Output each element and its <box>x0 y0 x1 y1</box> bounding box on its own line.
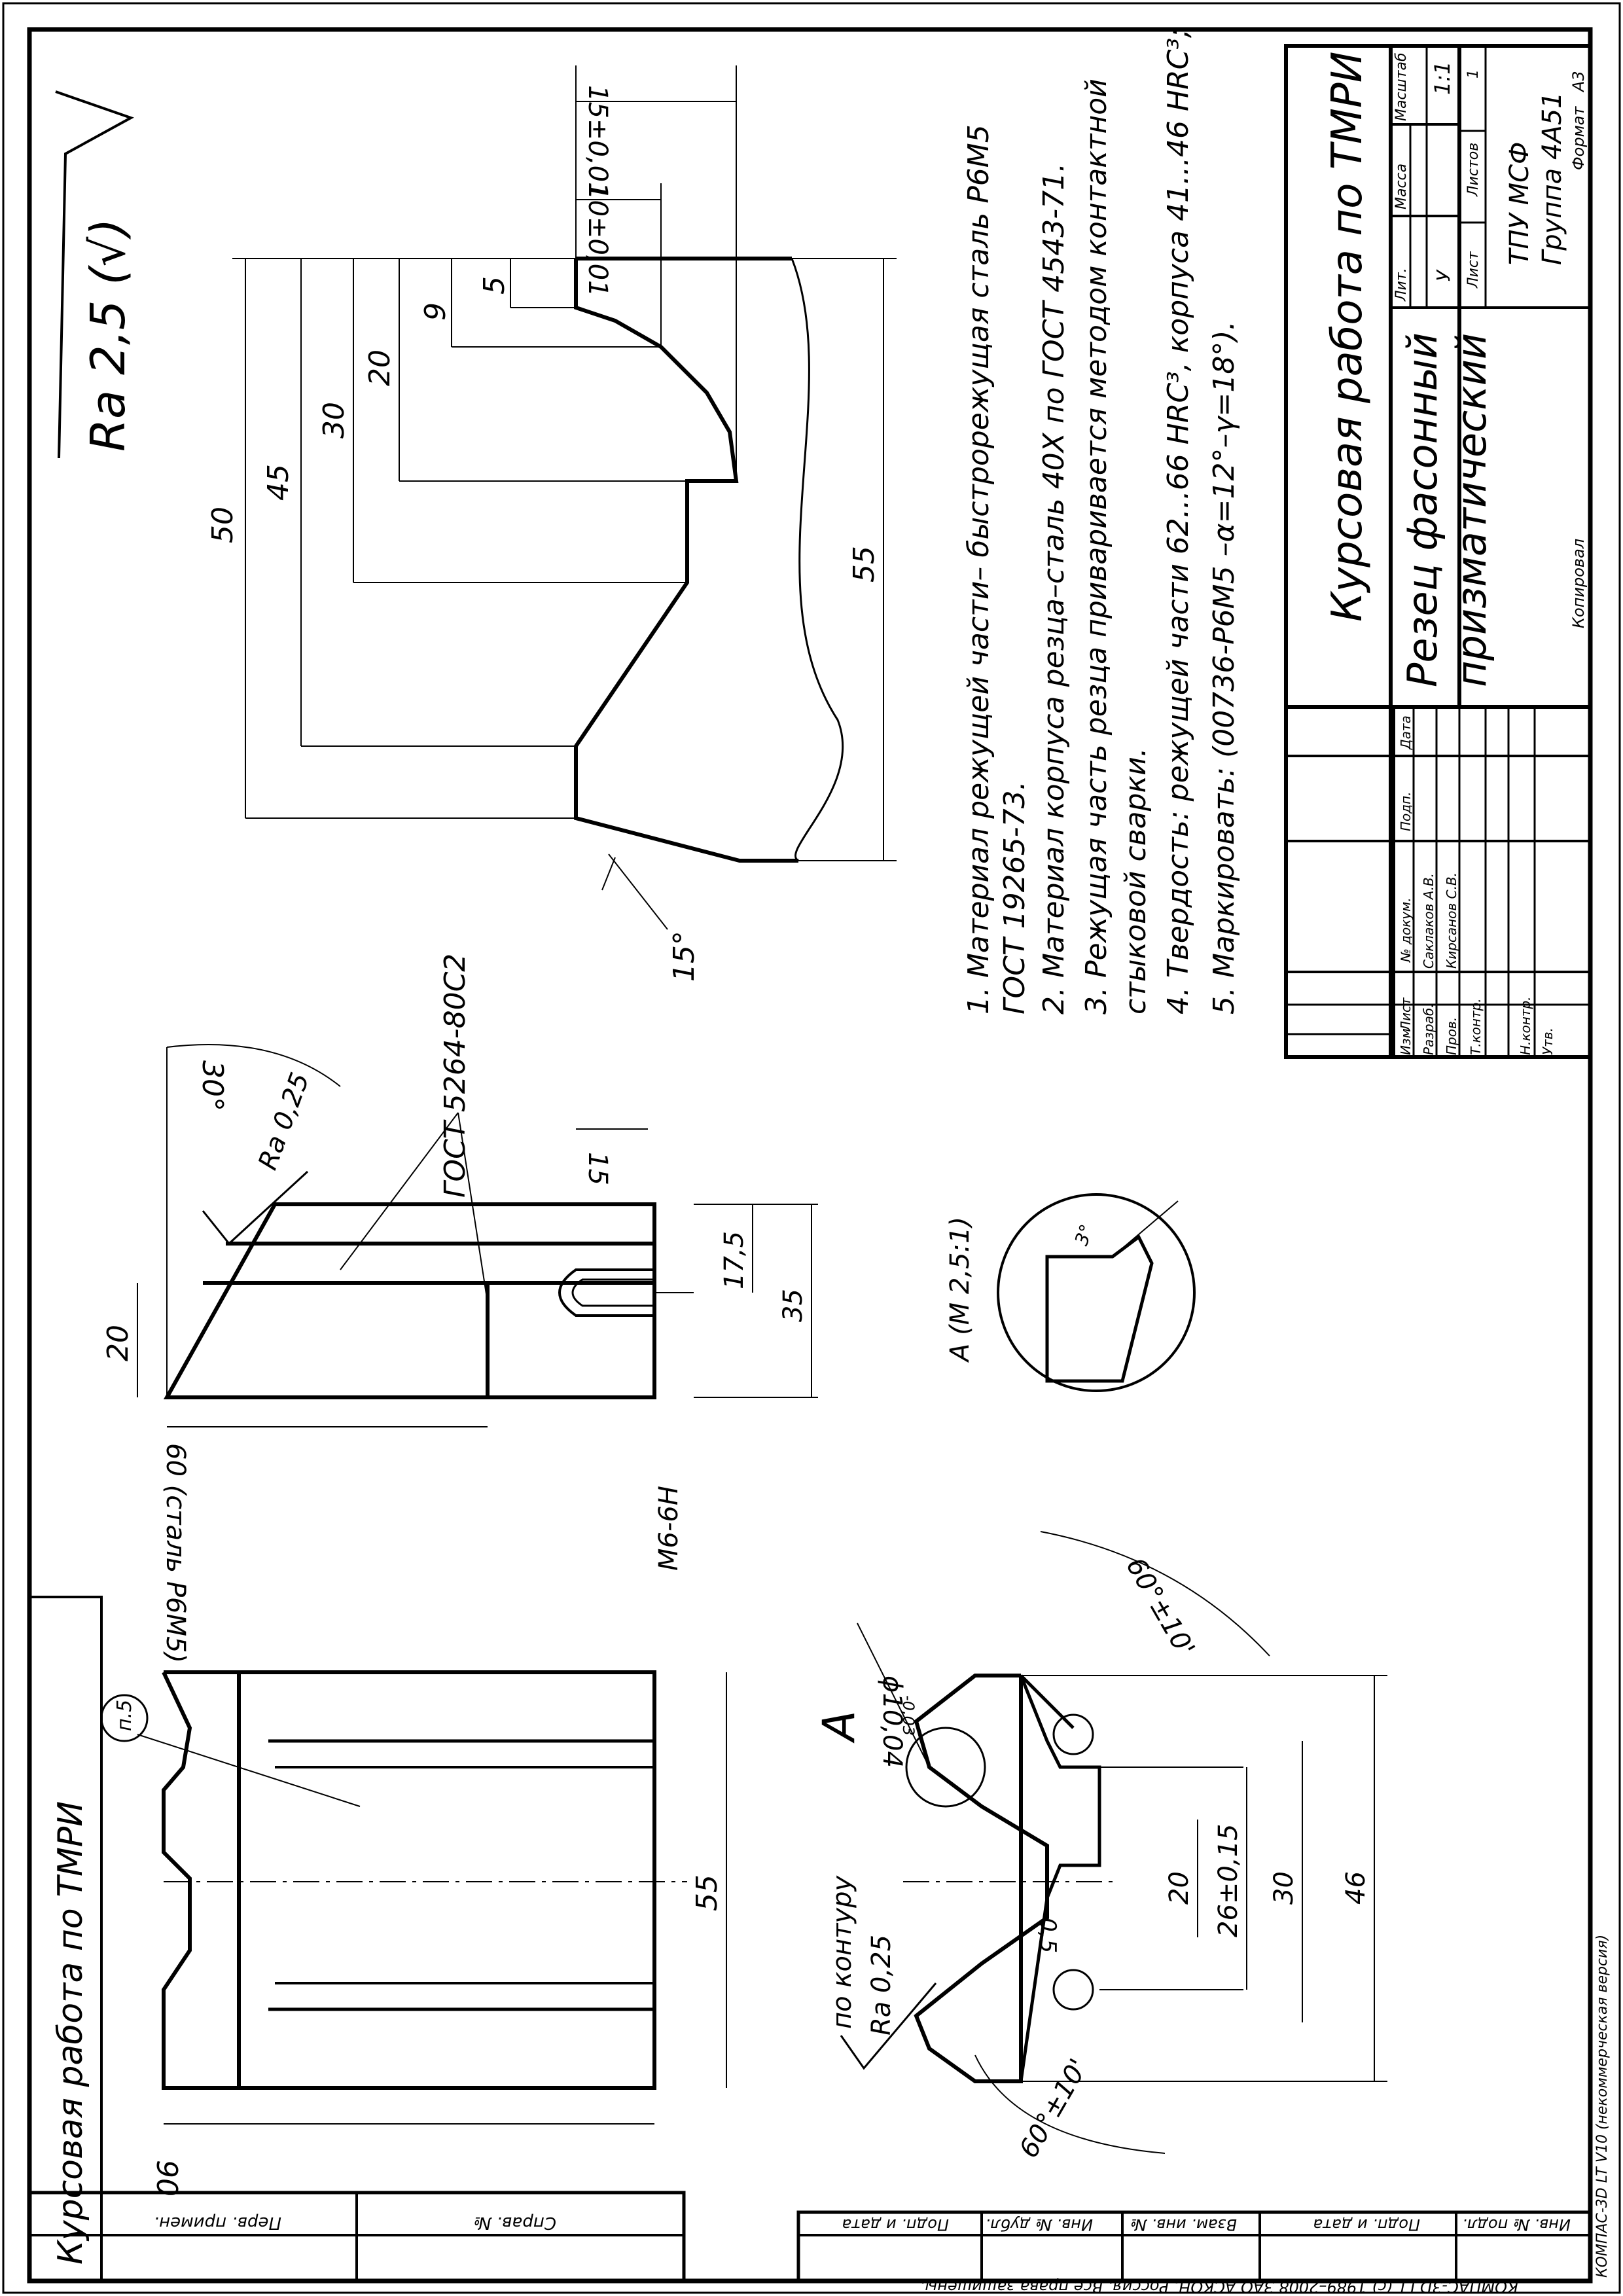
col-list: Лист <box>1398 997 1414 1031</box>
col-sign: Подп. <box>1398 791 1414 831</box>
margins-kompas1: КОМПАС-3D LT V10 (некоммерческая версия) <box>1594 1935 1611 2278</box>
bottom-margin: Перв. примен. Справ. № Подп. и дата Инв.… <box>27 1935 1611 2296</box>
notes-2: 2. Материал корпуса резца–сталь 40Х по Г… <box>1037 163 1071 1014</box>
margins-vzam_inv: Взам. инв. № <box>1130 2215 1237 2234</box>
part-name-2: призматический <box>1448 333 1495 687</box>
view_top-dims-6: 55 <box>847 546 881 583</box>
notes-5: 4. Твердость: режущей части 62...66 HRC³… <box>1162 28 1195 1014</box>
side-view: 20 60 (сталь Р6М5) 15 17,5 35 М6-6Н 30° … <box>101 954 818 1663</box>
notes-1: ГОСТ 19265-73. <box>998 781 1031 1014</box>
view_profile-dims-7: 30 <box>1269 1871 1299 1905</box>
col-date: Дата <box>1398 715 1414 750</box>
roughness-face: Ra 0,25 <box>253 1069 315 1174</box>
col-izm: Изм <box>1398 1028 1414 1055</box>
view_profile-dims-3: 60°±10' <box>1014 2054 1094 2163</box>
view_side-dims-2: 15 <box>582 1152 613 1185</box>
lit-label: Лит. <box>1393 268 1410 302</box>
title-block: Курсовая работа по ТМРИ Резец фасонный п… <box>1284 44 1592 1059</box>
profile-view: А ϕ10,04 -0,03 60°±10' 60°±10' 0,5 20 26… <box>813 1531 1387 2163</box>
row-utv: Утв. <box>1540 1028 1556 1055</box>
scale-label: Масштаб <box>1393 52 1410 121</box>
view_top-dims-1: 9 <box>419 302 452 321</box>
format-value: А3 <box>1569 71 1588 93</box>
sheets-label: Листов <box>1465 143 1482 197</box>
view_profile-dims-2: 60°±10' <box>1120 1552 1200 1662</box>
detail-a-view: А (М 2,5:1) 3° <box>945 1193 1196 1392</box>
view_profile-dims-8: 46 <box>1341 1871 1371 1905</box>
margins-kompas2: КОМПАС-3D LT (с) 1989–2008 ЗАО АСКОН, Ро… <box>920 2278 1518 2296</box>
scale-value: 1:1 <box>1430 62 1455 96</box>
sheet-label: Лист <box>1465 251 1482 289</box>
checker-name: Кирсанов С.В. <box>1444 872 1459 969</box>
group-name: Группа 4А51 <box>1537 92 1567 265</box>
view_side-gost: ГОСТ 5264-80С2 <box>438 954 472 1198</box>
row-tkontr: Т.контр. <box>1468 998 1484 1055</box>
margins-podp_data2: Подп. и дата <box>1313 2215 1421 2234</box>
lit-value: У <box>1433 269 1454 281</box>
roughness-contour: Ra 0,25 <box>866 1935 897 2036</box>
row-prov: Пров. <box>1444 1017 1459 1055</box>
callout-p5: п.5 <box>113 1700 136 1731</box>
notes-0: 1. Материал режущей части– быстрорежущая… <box>962 124 995 1014</box>
side-label: Курсовая работа по ТМРИ <box>51 1801 90 2265</box>
view_side-dims-4: 35 <box>778 1289 808 1322</box>
left-view: п.5 90 55 Курсовая работа по ТМРИ <box>28 1596 727 2282</box>
row-nkontr: Н.контр. <box>1518 997 1533 1056</box>
col-doc: № докум. <box>1398 897 1414 963</box>
view_side-dims-1: 60 (сталь Р6М5) <box>160 1443 190 1663</box>
view_top-dims-5: 50 <box>206 507 240 543</box>
view_top-dims-8: 15±0,01 <box>582 85 613 198</box>
notes-4: стыковой сварки. <box>1119 747 1152 1014</box>
general-roughness: Ra 2,5 (√) <box>55 90 135 459</box>
margins-inv_podl: Инв. № подл. <box>1462 2215 1571 2234</box>
developer-name: Саклаков А.В. <box>1421 873 1436 969</box>
view_detail-angle: 3° <box>1071 1221 1098 1248</box>
view_top-dims-4: 45 <box>262 464 295 501</box>
view_top-dims-0: 5 <box>478 276 511 295</box>
notes-6: 5. Маркировать: (00736-Р6М5 –α=12°–γ=18°… <box>1207 321 1241 1014</box>
view_top-dims-9: 15° <box>668 931 701 982</box>
sheets-value: 1 <box>1465 69 1482 79</box>
view_side-dims-0: 20 <box>101 1325 135 1361</box>
view_profile-dims-0: ϕ10,04 <box>877 1676 907 1768</box>
title-text: Курсовая работа по ТМРИ <box>1323 52 1372 622</box>
view_side-dims-3: 17,5 <box>719 1231 749 1289</box>
top-profile-view: 50 45 30 20 9 5 55 15±0,01 10±0,01 15° <box>206 65 897 982</box>
view_side-dims-5: М6-6Н <box>654 1486 684 1571</box>
view_profile-dims-4: 0,5 <box>1035 1918 1061 1953</box>
notes-3: 3. Режущая часть резца приваривается мет… <box>1080 79 1113 1014</box>
view_profile-dims-6: 26±0,15 <box>1213 1824 1243 1937</box>
view_left-dims-0: 90 <box>150 2160 183 2197</box>
section-a-mark: А <box>813 1710 865 1744</box>
view_profile-dims-1: -0,03 <box>899 1695 918 1736</box>
view_top-dims-2: 20 <box>363 350 397 386</box>
view_top-dims-3: 30 <box>317 402 351 439</box>
mass-label: Масса <box>1393 164 1410 209</box>
margins-podp_data: Подп. и дата <box>842 2215 950 2234</box>
org-name: ТПУ МСФ <box>1505 142 1535 265</box>
row-razrab: Разраб. <box>1421 1003 1436 1055</box>
view_left-dims-1: 55 <box>690 1874 724 1911</box>
copied-label: Копировал <box>1569 539 1588 628</box>
format-label: Формат <box>1569 106 1588 170</box>
roughness-contour_prefix: по контуру <box>827 1875 857 2029</box>
technical-notes: 1. Материал режущей части– быстрорежущая… <box>962 28 1241 1014</box>
view_detail-label: А (М 2,5:1) <box>945 1217 975 1363</box>
view_side-dims-6: 30° <box>196 1060 229 1111</box>
roughness-general: Ra 2,5 (√) <box>80 219 135 452</box>
margins-perv_prim: Перв. примен. <box>154 2213 281 2233</box>
view_profile-dims-5: 20 <box>1164 1871 1194 1905</box>
margins-inv_dubl: Инв. № дубл. <box>986 2215 1093 2234</box>
view_top-dims-7: 10±0,01 <box>582 183 613 296</box>
part-name: Резец фасонный <box>1399 332 1446 687</box>
margins-sprav: Справ. № <box>474 2213 556 2233</box>
